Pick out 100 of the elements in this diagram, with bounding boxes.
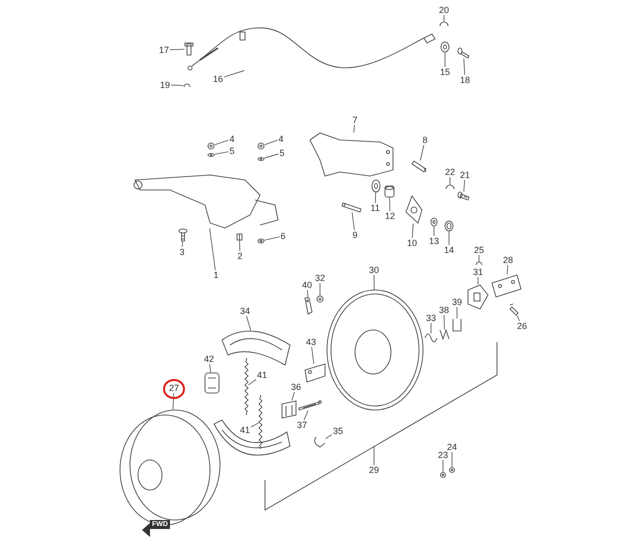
leader-line xyxy=(172,392,174,410)
callout-number: 3 xyxy=(178,247,186,257)
callout-number: 5 xyxy=(278,148,286,158)
pin-drawing xyxy=(236,234,242,240)
callout-number: 24 xyxy=(446,442,458,452)
callout-number: 13 xyxy=(428,236,440,246)
leader-line xyxy=(444,314,445,330)
callout-number: 15 xyxy=(439,67,452,77)
callout-number: 5 xyxy=(228,146,236,156)
bracket-drawing xyxy=(309,132,394,176)
callout-number: 2 xyxy=(236,251,244,261)
callout-number: 1 xyxy=(212,270,220,280)
callout-number: 23 xyxy=(437,450,450,460)
callout-number: 43 xyxy=(305,337,318,347)
callout-number: 22 xyxy=(444,167,456,177)
callout-number: 12 xyxy=(384,211,396,221)
leader-line xyxy=(420,144,424,161)
callout-number: 31 xyxy=(472,267,484,277)
nut-drawing xyxy=(440,472,446,478)
nut-drawing xyxy=(316,296,324,302)
callout-number: 4 xyxy=(228,134,236,144)
callout-number: 9 xyxy=(352,230,359,240)
washer-drawing xyxy=(258,157,264,161)
backing-plate-drawing xyxy=(326,290,424,410)
leader-line xyxy=(170,84,184,86)
callout-number: 33 xyxy=(425,313,438,323)
nut-drawing xyxy=(449,467,455,473)
spring-drawing xyxy=(424,334,438,342)
bolt-drawing xyxy=(184,42,194,56)
bushing-drawing xyxy=(384,186,394,198)
plate-drawing xyxy=(406,195,422,224)
callout-number: 41 xyxy=(256,370,268,380)
callout-number: 29 xyxy=(368,465,380,475)
cable-drawing xyxy=(188,27,436,70)
leader-line xyxy=(506,264,508,275)
callout-number: 17 xyxy=(158,45,170,55)
leader-line xyxy=(250,422,259,428)
callout-number: 11 xyxy=(370,203,381,213)
leader-line xyxy=(352,212,355,230)
leader-line xyxy=(209,228,216,270)
leader-line xyxy=(374,274,375,290)
callout-number: 42 xyxy=(203,354,216,364)
leader-line xyxy=(516,315,520,322)
callout-number: 27 xyxy=(168,383,180,393)
callout-number: 39 xyxy=(451,297,464,307)
leader-line xyxy=(478,254,480,262)
leader-line xyxy=(448,231,450,246)
washer-drawing xyxy=(440,42,450,52)
callout-number: 40 xyxy=(301,280,314,290)
callout-number: 21 xyxy=(459,170,472,180)
bolt-drawing xyxy=(509,304,519,316)
callout-number: 26 xyxy=(516,321,528,331)
callout-number: 41 xyxy=(239,425,252,435)
callout-number: 4 xyxy=(278,134,285,144)
clip-drawing xyxy=(476,262,482,266)
leader-line xyxy=(353,124,355,133)
bolt-drawing xyxy=(178,228,188,242)
callout-number: 20 xyxy=(438,5,450,15)
leader-line xyxy=(412,223,414,238)
leader-line xyxy=(311,346,314,364)
bolt-drawing xyxy=(258,142,264,150)
callout-number: 6 xyxy=(280,231,287,241)
adjuster-drawing xyxy=(204,372,220,394)
leader-line xyxy=(248,379,256,386)
leader-line xyxy=(214,151,229,155)
parking-brake-lever-drawing xyxy=(134,174,278,228)
spring-drawing xyxy=(258,394,263,450)
callout-number: 18 xyxy=(459,75,472,85)
clip-drawing xyxy=(440,22,448,26)
leader-line xyxy=(430,322,432,334)
plate-drawing xyxy=(492,274,522,298)
leader-line xyxy=(374,192,376,204)
clip-drawing xyxy=(184,84,190,88)
bolt-drawing xyxy=(458,48,470,59)
leader-line xyxy=(456,306,458,319)
spring-drawing xyxy=(244,358,249,416)
spring-drawing xyxy=(440,328,450,340)
leader-line xyxy=(463,180,465,192)
leader-line xyxy=(224,70,245,78)
callout-number: 37 xyxy=(296,420,308,430)
washer-drawing xyxy=(208,153,214,157)
grommet-drawing xyxy=(468,284,488,310)
leader-line xyxy=(182,241,183,248)
leader-line xyxy=(291,392,295,401)
leader-line xyxy=(209,364,212,373)
brake-drum-drawing xyxy=(120,410,220,526)
nut-drawing xyxy=(258,238,264,244)
leader-line xyxy=(307,290,308,298)
callout-number: 36 xyxy=(290,382,302,392)
callout-number: 16 xyxy=(212,74,224,84)
clip-drawing xyxy=(452,318,462,332)
brake-shoe-drawing xyxy=(222,330,290,366)
leader-line xyxy=(264,140,278,146)
washer-drawing xyxy=(372,180,380,192)
leader-line xyxy=(239,240,240,252)
lever-drawing xyxy=(304,363,326,383)
callout-number: 10 xyxy=(406,238,418,248)
leader-line xyxy=(304,410,308,420)
bolt-drawing xyxy=(342,202,362,212)
callout-number: 25 xyxy=(473,245,486,255)
